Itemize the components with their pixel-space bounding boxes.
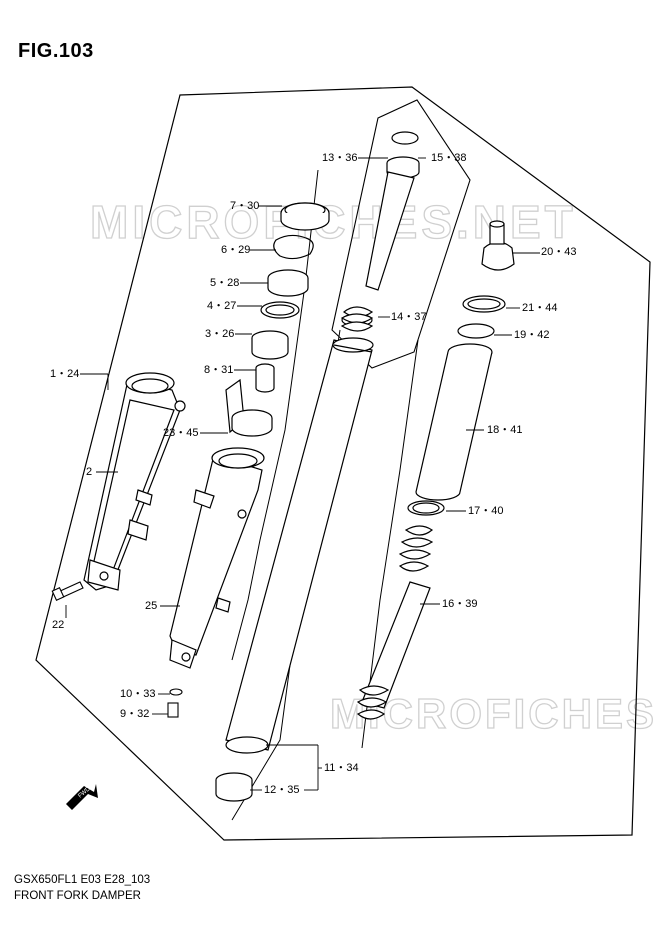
callout-4-27: 4・27 [207,300,237,312]
callout-13-36: 13・36 [322,152,358,164]
bolt-part [51,581,84,601]
callout-3-26: 3・26 [205,328,235,340]
inner-tube-part [169,447,265,669]
callout-8-31: 8・31 [204,364,234,376]
callout-9-32: 9・32 [120,708,150,720]
callout-16-39: 16・39 [442,598,478,610]
callout-14-37: 14・37 [391,311,427,323]
fwd-arrow-icon: FWD [66,784,98,810]
callout-20-43: 20・43 [541,246,577,258]
callout-7-30: 7・30 [230,200,260,212]
spring-and-pipe-parts [356,343,493,720]
callout-25: 25 [145,600,158,612]
drain-bolt-parts [167,688,183,718]
seal-stack-parts [225,202,330,437]
callout-10-33: 10・33 [120,688,156,700]
subassembly-boundary [331,99,471,369]
figure-title: FIG.103 [18,40,94,62]
callout-1-24: 1・24 [50,368,80,380]
callout-11-34: 11・34 [324,762,359,774]
damper-cylinder-part [225,337,374,754]
callout-2: 2 [86,466,93,478]
divider-line-right [361,339,419,749]
outer-tube-part [83,372,186,591]
callout-21-44: 21・44 [522,302,558,314]
footer-model-code: GSX650FL1 E03 E28_103 [14,874,151,886]
callout-12-35: 12・35 [264,784,300,796]
footer-assembly-name: FRONT FORK DAMPER [14,890,141,902]
cap-bolt-parts [457,220,515,339]
callout-19-42: 19・42 [514,329,550,341]
assembly-boundary [35,86,651,841]
callout-15-38: 15・38 [431,152,467,164]
callout-5-28: 5・28 [210,277,240,289]
divider-line-left [231,169,319,661]
callout-17-40: 17・40 [468,505,504,517]
bushing-part [215,772,253,802]
upper-rod-parts [340,131,420,332]
callout-22: 22 [52,619,65,631]
callout-6-29: 6・29 [221,244,251,256]
leader-lines [65,157,540,791]
callout-18-41: 18・41 [487,424,523,436]
callout-23-45: 23・45 [163,427,199,439]
